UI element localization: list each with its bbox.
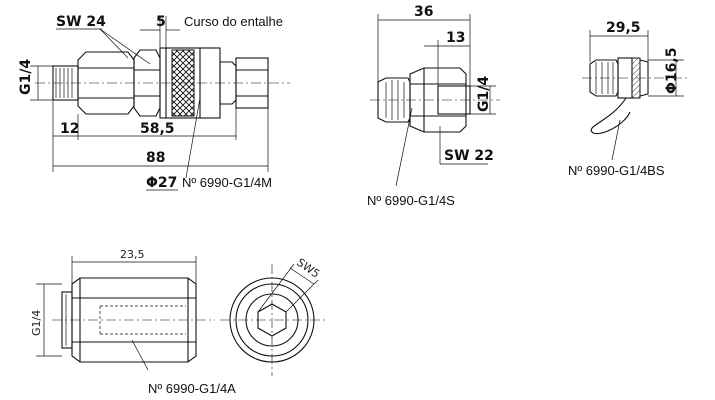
fitting-s-thread bbox=[437, 85, 471, 115]
fitting-bs-cap-face bbox=[631, 57, 641, 99]
fitting-m-groove-note: Curso do entalhe bbox=[184, 14, 283, 29]
fitting-m-part-no: Nº 6990-G1/4M bbox=[182, 175, 272, 190]
fitting-m-left-len: 12 bbox=[60, 121, 79, 137]
fitting-s-hex-len: 13 bbox=[446, 30, 465, 46]
fitting-bs-drawing: 29,5 Φ16,5 Nº 6990-G1/4BS bbox=[568, 20, 690, 178]
fitting-bs-diameter: Φ16,5 bbox=[664, 48, 680, 94]
fitting-m-groove-dim: 5 bbox=[156, 14, 166, 30]
fitting-s-thread-dim: G1/4 bbox=[476, 76, 492, 112]
fitting-m-sw-label: SW 24 bbox=[56, 14, 106, 30]
fitting-m-thread-dim: G1/4 bbox=[18, 59, 34, 95]
fitting-m-end-hex bbox=[235, 57, 269, 109]
fitting-s-hex bbox=[409, 67, 467, 133]
fitting-bs-length: 29,5 bbox=[606, 20, 641, 36]
fitting-m-knurl bbox=[171, 49, 195, 117]
fitting-a-part-no: Nº 6990-G1/4A bbox=[148, 381, 236, 396]
fitting-s-sw: SW 22 bbox=[444, 148, 494, 164]
fitting-m-drawing: SW 24 5 Curso do entalhe G1/4 12 58,5 88… bbox=[18, 14, 290, 191]
fitting-a-sw: SW5 bbox=[294, 256, 322, 281]
fitting-a-drawing: 23,5 G1/4 Nº 6990-G1/4A SW5 bbox=[30, 248, 328, 396]
fitting-s-total-len: 36 bbox=[414, 4, 433, 20]
fitting-a-thread-dim: G1/4 bbox=[30, 310, 43, 336]
fitting-m-total-len: 88 bbox=[146, 150, 165, 166]
fitting-m-mid-len: 58,5 bbox=[140, 121, 175, 137]
fitting-a-body bbox=[71, 277, 197, 363]
fitting-s-drawing: 36 13 G1/4 SW 22 Nº 6990-G1/4S bbox=[367, 4, 500, 208]
fitting-a-length: 23,5 bbox=[120, 248, 145, 261]
fitting-a-end-outer bbox=[229, 277, 315, 363]
fitting-m-diameter: Φ27 bbox=[146, 175, 177, 191]
fitting-bs-lanyard bbox=[590, 97, 631, 134]
fitting-s-part-no: Nº 6990-G1/4S bbox=[367, 193, 455, 208]
fitting-bs-part-no: Nº 6990-G1/4BS bbox=[568, 163, 665, 178]
